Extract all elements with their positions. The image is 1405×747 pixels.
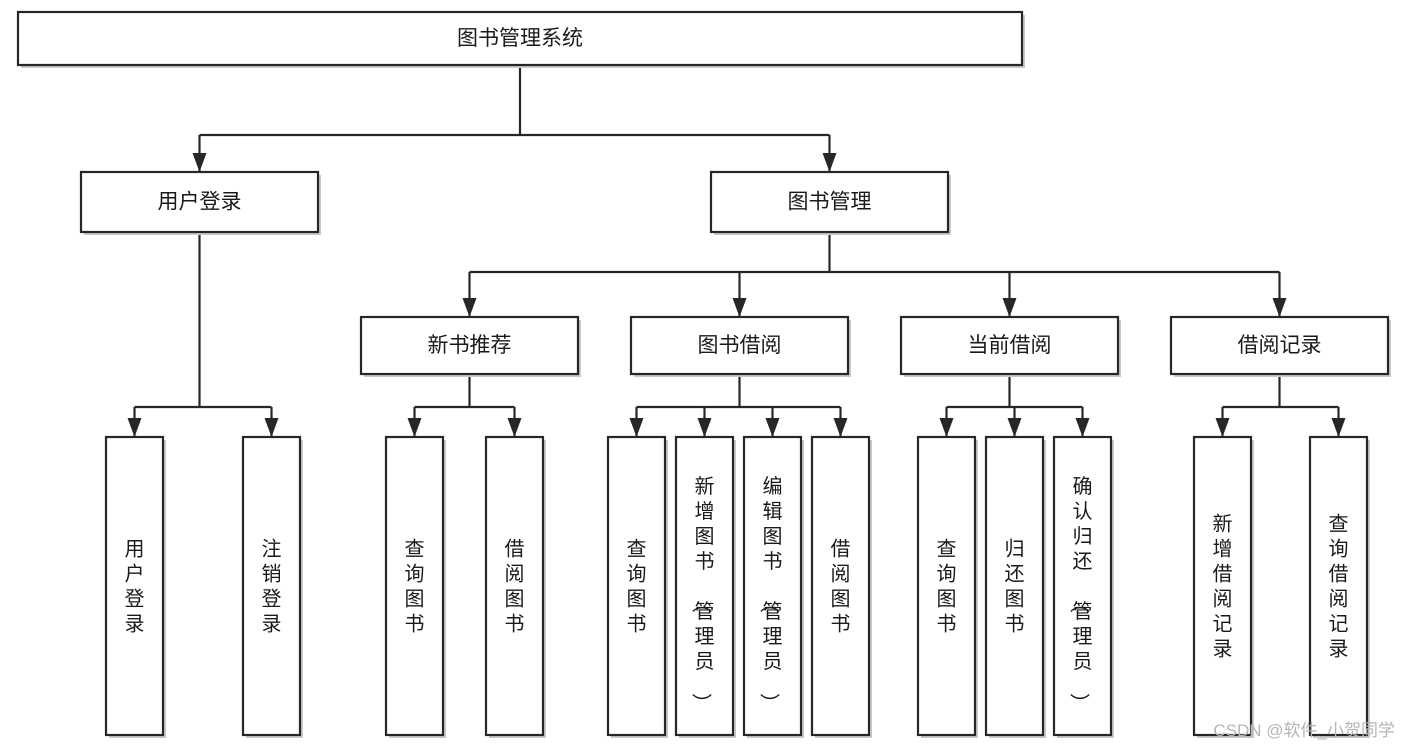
node-leaf-cb-confirm-return[interactable]: 确认归还（管理员）: [1052, 435, 1114, 738]
node-label: 新增借阅记录: [1213, 513, 1233, 661]
node-box[interactable]: [104, 435, 165, 737]
node-label: 图书管理系统: [457, 27, 583, 50]
arrow-head-icon: [507, 418, 522, 437]
arrow-head-icon: [127, 418, 142, 437]
node-leaf-nbr-borrow-book[interactable]: 借阅图书: [484, 435, 546, 738]
node-box[interactable]: [359, 315, 580, 376]
node-book-borrow[interactable]: 图书借阅: [629, 315, 851, 377]
node-leaf-cb-query-book[interactable]: 查询图书: [916, 435, 978, 738]
node-label: 确认归还（管理员）: [1068, 475, 1093, 713]
node-label: 借阅图书: [505, 538, 525, 636]
node-box[interactable]: [674, 435, 735, 737]
node-leaf-cb-return-book[interactable]: 归还图书: [984, 435, 1046, 738]
node-label: 用户登录: [158, 191, 242, 214]
connector-lines-group: [127, 65, 1346, 437]
node-label: 图书管理: [788, 191, 872, 214]
node-box[interactable]: [1308, 435, 1369, 737]
node-current-borrow[interactable]: 当前借阅: [899, 315, 1121, 377]
node-box[interactable]: [16, 10, 1024, 67]
node-box[interactable]: [1192, 435, 1253, 737]
arrow-head-icon: [629, 418, 644, 437]
node-label: 新书推荐: [428, 334, 512, 357]
arrow-head-icon: [1075, 418, 1090, 437]
node-box[interactable]: [984, 435, 1045, 737]
node-leaf-br-query-record[interactable]: 查询借阅记录: [1308, 435, 1370, 738]
arrow-head-icon: [1002, 298, 1017, 317]
node-box[interactable]: [709, 170, 950, 234]
node-label: 编辑图书（管理员）: [758, 475, 783, 713]
arrow-head-icon: [264, 418, 279, 437]
arrow-head-icon: [192, 153, 207, 172]
node-box[interactable]: [742, 435, 803, 737]
node-label: 新增图书（管理员）: [690, 475, 715, 713]
node-box[interactable]: [484, 435, 545, 737]
node-borrow-records[interactable]: 借阅记录: [1169, 315, 1391, 377]
node-leaf-bb-query-book[interactable]: 查询图书: [606, 435, 668, 738]
arrow-head-icon: [1331, 418, 1346, 437]
node-label: 用户登录: [125, 539, 145, 636]
node-undefined[interactable]: 图书管理系统: [16, 10, 1025, 68]
node-leaf-bb-edit-book[interactable]: 编辑图书（管理员）: [742, 435, 804, 738]
arrow-head-icon: [462, 298, 477, 317]
watermark: CSDN @软件_小贺同学: [1213, 721, 1395, 740]
node-box[interactable]: [1169, 315, 1390, 376]
node-box[interactable]: [899, 315, 1120, 376]
node-leaf-br-add-record[interactable]: 新增借阅记录: [1192, 435, 1254, 738]
node-user-login[interactable]: 用户登录: [79, 170, 321, 235]
node-label: 借阅记录: [1238, 334, 1322, 357]
node-new-book-recommend[interactable]: 新书推荐: [359, 315, 581, 377]
arrow-head-icon: [833, 418, 848, 437]
arrow-head-icon: [732, 298, 747, 317]
node-leaf-bb-borrow-book[interactable]: 借阅图书: [810, 435, 872, 738]
node-box[interactable]: [241, 435, 302, 737]
arrow-head-icon: [765, 418, 780, 437]
node-box[interactable]: [79, 170, 320, 234]
arrow-head-icon: [407, 418, 422, 437]
node-box[interactable]: [810, 435, 871, 737]
node-label: 借阅图书: [831, 538, 851, 636]
node-label: 图书借阅: [698, 334, 782, 357]
node-box[interactable]: [629, 315, 850, 376]
arrow-head-icon: [1215, 418, 1230, 437]
node-box[interactable]: [606, 435, 667, 737]
node-label: 查询借阅记录: [1329, 513, 1349, 661]
node-box[interactable]: [916, 435, 977, 737]
node-label: 查询图书: [405, 538, 425, 636]
node-leaf-user-login[interactable]: 用户登录: [104, 435, 166, 738]
arrow-head-icon: [697, 418, 712, 437]
node-label: 归还图书: [1005, 538, 1025, 636]
arrow-head-icon: [1272, 298, 1287, 317]
arrow-head-icon: [822, 153, 837, 172]
node-leaf-user-logout[interactable]: 注销登录: [241, 435, 303, 738]
node-box[interactable]: [1052, 435, 1113, 737]
arrow-head-icon: [939, 418, 954, 437]
diagram-nodes-group: 图书管理系统用户登录用户登录注销登录图书管理新书推荐查询图书借阅图书图书借阅查询…: [16, 10, 1391, 738]
node-leaf-bb-add-book[interactable]: 新增图书（管理员）: [674, 435, 736, 738]
node-leaf-nbr-query-book[interactable]: 查询图书: [384, 435, 446, 738]
node-label: 查询图书: [937, 538, 957, 636]
node-label: 注销登录: [262, 538, 282, 636]
node-label: 查询图书: [627, 538, 647, 636]
node-book-management[interactable]: 图书管理: [709, 170, 951, 235]
node-box[interactable]: [384, 435, 445, 737]
node-label: 当前借阅: [968, 334, 1052, 357]
arrow-head-icon: [1007, 418, 1022, 437]
